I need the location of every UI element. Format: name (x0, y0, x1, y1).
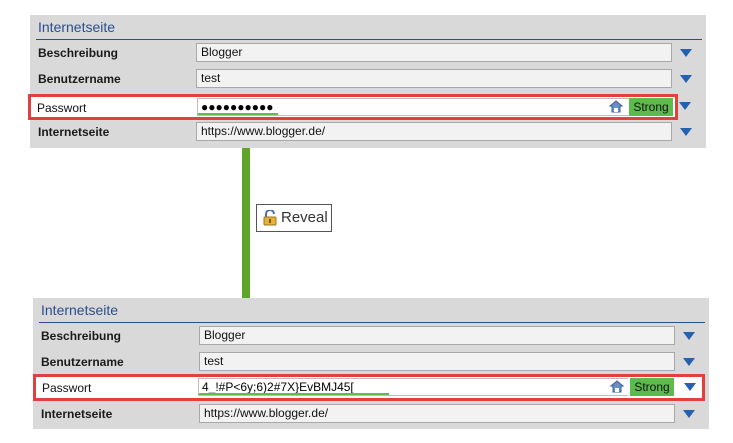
website-label: Internetseite (38, 125, 110, 139)
password-row-highlight: Passwort ●●●●●●●●●● Strong (28, 94, 678, 120)
row-description: Beschreibung Blogger (30, 41, 706, 65)
generate-password-icon[interactable] (609, 100, 623, 113)
chevron-down-icon[interactable] (680, 75, 692, 83)
entry-panel-after: Internetseite Beschreibung Blogger Benut… (33, 298, 709, 429)
password-value: 4_!#P<6y;6)2#7X}EvBMJ45[ (202, 380, 354, 394)
description-field[interactable]: Blogger (199, 326, 675, 345)
chevron-down-icon[interactable] (679, 102, 691, 110)
description-field[interactable]: Blogger (196, 43, 672, 62)
row-website: Internetseite https://www.blogger.de/ (30, 120, 706, 144)
section-divider (36, 39, 702, 40)
reveal-button[interactable]: Reveal (256, 204, 332, 232)
row-website: Internetseite https://www.blogger.de/ (33, 402, 709, 426)
chevron-down-icon[interactable] (683, 410, 695, 418)
generate-password-icon[interactable] (610, 380, 624, 393)
entry-panel-before: Internetseite Beschreibung Blogger Benut… (30, 15, 706, 148)
password-label: Passwort (42, 381, 92, 395)
chevron-down-icon[interactable] (684, 383, 696, 391)
password-field-masked[interactable]: ●●●●●●●●●● (197, 98, 629, 116)
chevron-down-icon[interactable] (680, 128, 692, 136)
section-title: Internetseite (41, 302, 119, 318)
password-value: ●●●●●●●●●● (201, 100, 274, 114)
password-label: Passwort (37, 101, 87, 115)
row-username: Benutzername test (33, 350, 709, 374)
chevron-down-icon[interactable] (680, 49, 692, 57)
website-field[interactable]: https://www.blogger.de/ (196, 122, 672, 141)
row-username: Benutzername test (30, 67, 706, 91)
lock-open-icon (263, 210, 277, 226)
website-field[interactable]: https://www.blogger.de/ (199, 404, 675, 423)
username-field[interactable]: test (199, 352, 675, 371)
website-label: Internetseite (41, 407, 113, 421)
strength-underline (198, 113, 278, 115)
password-row-highlight: Passwort 4_!#P<6y;6)2#7X}EvBMJ45[ Strong (33, 374, 705, 401)
chevron-down-icon[interactable] (683, 358, 695, 366)
strength-underline (199, 393, 389, 395)
chevron-down-icon[interactable] (683, 332, 695, 340)
reveal-label: Reveal (281, 209, 328, 226)
row-description: Beschreibung Blogger (33, 324, 709, 348)
username-label: Benutzername (41, 355, 124, 369)
description-label: Beschreibung (41, 329, 122, 343)
strength-badge: Strong (630, 378, 674, 396)
section-title: Internetseite (38, 19, 116, 35)
username-label: Benutzername (38, 72, 121, 86)
password-field-revealed[interactable]: 4_!#P<6y;6)2#7X}EvBMJ45[ (198, 378, 628, 396)
section-divider (39, 322, 705, 323)
transition-arrow-shaft (242, 148, 250, 348)
username-field[interactable]: test (196, 69, 672, 88)
description-label: Beschreibung (38, 46, 119, 60)
strength-badge: Strong (629, 98, 673, 116)
